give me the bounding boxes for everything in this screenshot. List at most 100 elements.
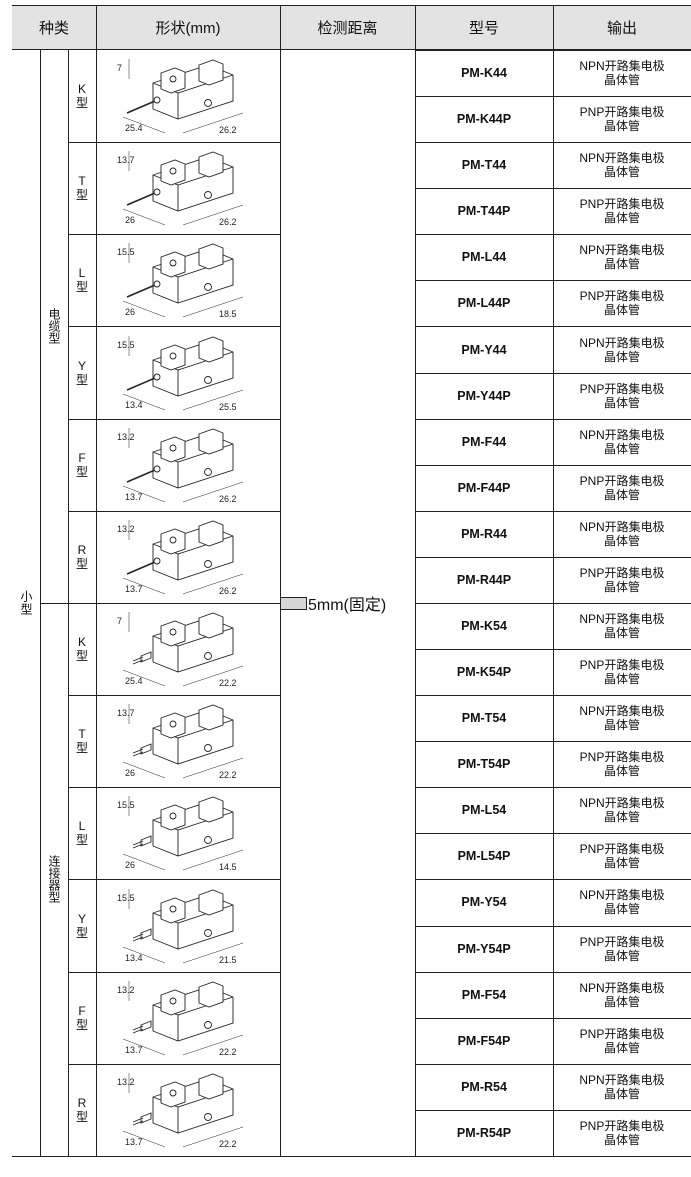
dimension-label: 7 [117,616,122,626]
output-line: NPN开路集电极 [579,335,665,350]
output-type: PNP开路集电极晶体管 [553,1018,691,1064]
divider [415,787,691,789]
divider [415,372,691,374]
dimension-label: 15.5 [117,340,135,350]
model-number: PM-Y44P [457,388,511,403]
divider [415,280,691,282]
model-number: PM-T44 [461,158,507,173]
dimension-label: 26 [125,215,135,225]
output-line: PNP开路集电极 [579,750,665,765]
output-type: PNP开路集电极晶体管 [553,833,691,879]
divider [415,741,691,743]
divider [415,418,691,420]
output-type: NPN开路集电极晶体管 [553,326,691,372]
dimension-label: 26.2 [219,217,237,227]
output-line: 晶体管 [603,856,640,871]
dimension-label: 26.2 [219,125,237,135]
dimension-label: 26.2 [219,494,237,504]
shape-drawing: 13.2 13.7 26.2 [96,419,280,511]
output-line: NPN开路集电极 [579,980,665,995]
output-line: 晶体管 [603,119,640,134]
divider [12,5,691,6]
output-line: NPN开路集电极 [579,888,665,903]
output-type: NPN开路集电极晶体管 [553,234,691,280]
output-line: 晶体管 [603,441,640,456]
output-type: NPN开路集电极晶体管 [553,879,691,925]
output-line: NPN开路集电极 [579,151,665,166]
divider [415,649,691,651]
group-label: 电缆型 [40,50,68,603]
dimension-label: 13.7 [125,1137,143,1147]
sensor-drawing: 13.2 13.7 26.2 [117,519,244,596]
model-number: PM-Y54 [461,895,507,910]
shape-drawing: 13.7 26 26.2 [96,142,280,234]
output-type: PNP开路集电极晶体管 [553,926,691,972]
output-line: 晶体管 [603,487,640,502]
model-number: PM-L54 [461,803,507,818]
output-line: 晶体管 [603,764,640,779]
type-suffix: 型 [75,280,88,295]
type-suffix: 型 [75,556,88,571]
output-type: NPN开路集电极晶体管 [553,787,691,833]
model-number: PM-F44P [457,480,511,495]
model-number: PM-L44P [457,296,511,311]
output-line: NPN开路集电极 [579,427,665,442]
divider [68,879,280,881]
group-label-text: 电缆型 [47,308,61,345]
dimension-label: 13.7 [117,155,135,165]
output-line: 晶体管 [603,1086,640,1101]
dimension-label: 22.2 [219,678,237,688]
output-line: PNP开路集电极 [579,105,665,120]
output-line: PNP开路集电极 [579,197,665,212]
output-type: NPN开路集电极晶体管 [553,603,691,649]
dimension-label: 14.5 [219,862,237,872]
distance-bracket [280,596,307,610]
distance-value: 5mm(固定) [308,596,387,614]
dimension-label: 25.4 [125,676,143,686]
model-number: PM-R44P [456,572,512,587]
output-line: PNP开路集电极 [579,1118,665,1133]
type-letter: L [78,819,86,834]
output-line: PNP开路集电极 [579,1026,665,1041]
output-type: NPN开路集电极晶体管 [553,1064,691,1110]
dimension-label: 22.2 [219,770,237,780]
sensor-drawing: 15.5 13.4 25.5 [117,335,244,412]
divider [68,1063,280,1065]
shape-drawing: 15.5 13.4 21.5 [96,879,280,971]
output-line: 晶体管 [603,1132,640,1147]
output-line: PNP开路集电极 [579,565,665,580]
dimension-label: 13.7 [117,708,135,718]
divider [280,5,281,1156]
output-line: PNP开路集电极 [579,842,665,857]
size-label: 小型 [12,50,40,1156]
type-letter: Y [77,358,86,373]
type-suffix: 型 [75,649,88,664]
divider [68,695,280,697]
model-number: PM-T54P [457,757,511,772]
divider [415,5,416,1156]
model-number: PM-R54P [456,1125,512,1140]
sensor-drawing: 7 25.4 26.2 [117,59,244,135]
output-type: PNP开路集电极晶体管 [553,96,691,142]
divider [415,1063,691,1065]
output-line: 晶体管 [603,810,640,825]
type-suffix: 型 [75,741,88,756]
output-line: PNP开路集电极 [579,289,665,304]
model-number: PM-T44P [457,204,511,219]
dimension-label: 7 [117,63,122,73]
output-type: NPN开路集电极晶体管 [553,142,691,188]
sensor-drawing: 15.5 13.4 21.5 [117,888,244,965]
model-number: PM-K44 [461,66,507,81]
model-number: PM-F44 [461,434,507,449]
output-line: 晶体管 [603,73,640,88]
type-letter: K [77,82,86,97]
size-label-text: 小型 [19,589,33,616]
output-line: NPN开路集电极 [579,59,665,74]
dimension-label: 13.2 [117,1077,135,1087]
output-line: 晶体管 [603,672,640,687]
